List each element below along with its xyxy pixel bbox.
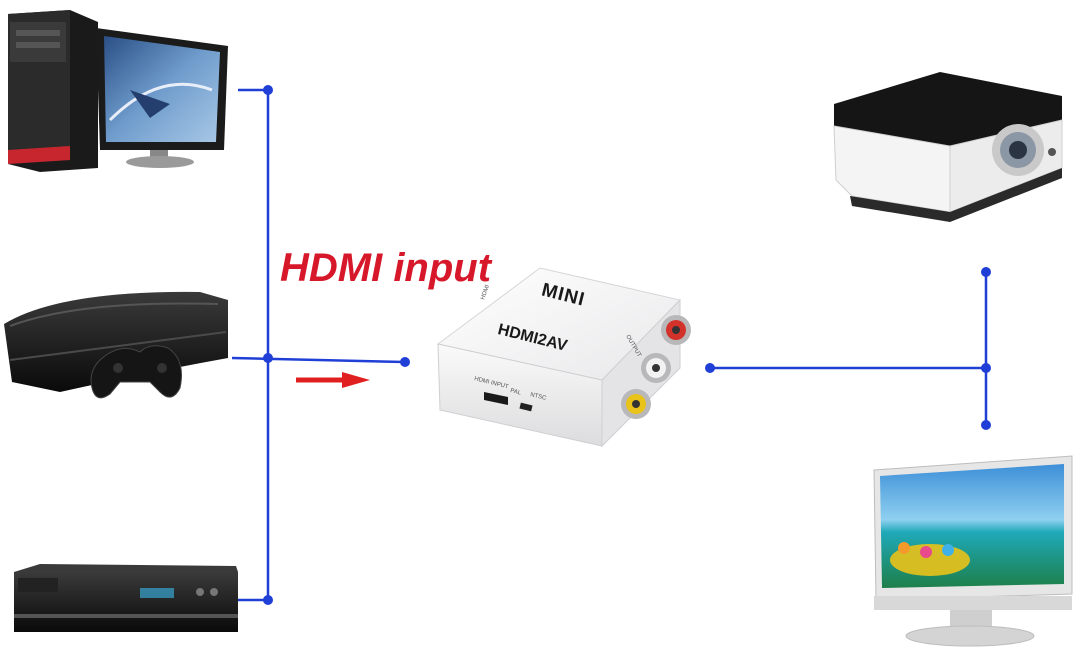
signal-arrow-icon xyxy=(296,372,370,388)
pal-ntsc-switch-icon xyxy=(519,402,533,412)
rca-yellow-jack-icon xyxy=(621,389,651,419)
hdmi2av-converter: MINI HDMI2AV HDMI OUTPUT HDMI INPUT PAL … xyxy=(436,267,691,448)
hdmi-input-label: HDMI input xyxy=(280,246,492,290)
rca-white-jack-icon xyxy=(641,353,671,383)
desktop-pc-icon xyxy=(8,10,228,172)
tv-monitor-icon xyxy=(873,455,1073,647)
game-console-icon xyxy=(4,291,228,399)
converter-switch-label-a: PAL xyxy=(510,388,523,397)
converter-port-top-label: HDMI xyxy=(480,284,491,301)
hdmi-port-icon xyxy=(484,392,508,405)
rca-red-jack-icon xyxy=(661,315,691,345)
right-wire-bus xyxy=(705,267,991,430)
set-top-box-icon xyxy=(14,564,238,632)
projector-icon xyxy=(833,72,1063,222)
left-wire-bus xyxy=(231,85,410,605)
converter-switch-label-b: NTSC xyxy=(530,392,548,402)
